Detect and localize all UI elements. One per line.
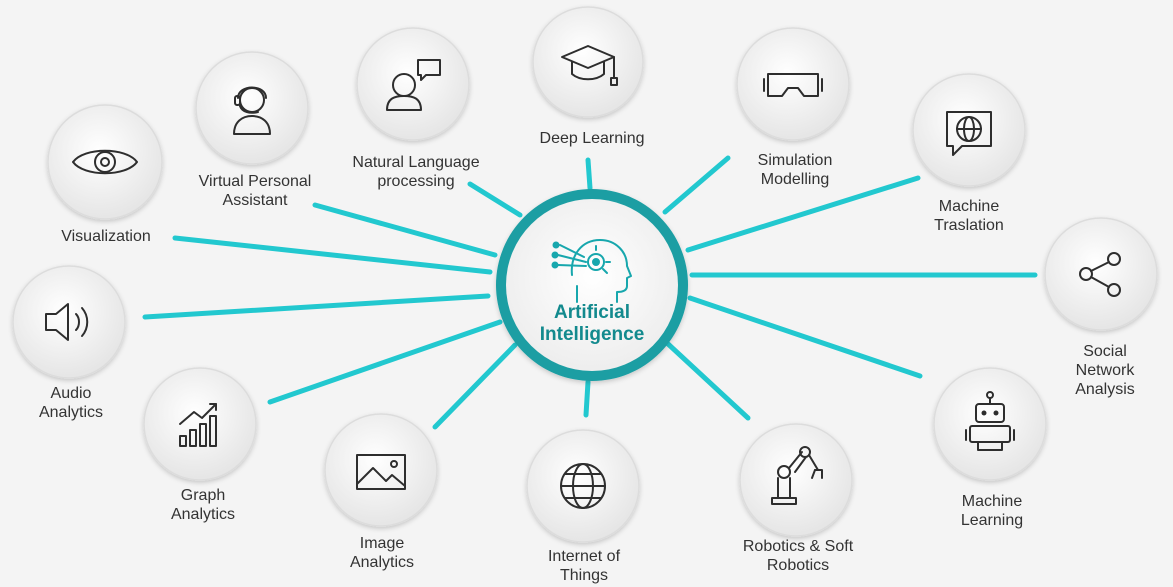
spoke-graph-analytics — [267, 319, 503, 405]
node-natural-language-processing — [356, 27, 470, 141]
label-robotics-soft-robotics: Robotics & Soft Robotics — [742, 538, 854, 574]
node-visualization — [47, 104, 163, 220]
vr-goggles-icon — [763, 73, 823, 97]
globe-icon — [560, 463, 606, 509]
spoke-robotics-soft-robotics — [664, 340, 751, 421]
label-machine-translation: Machine Traslation — [934, 198, 1004, 234]
center-label: Artificial Intelligence — [539, 302, 645, 345]
graduation-cap-icon — [561, 45, 618, 86]
node-graph-analytics — [143, 367, 257, 481]
label-natural-language-processing: Natural Language processing — [352, 154, 480, 190]
share-icon — [1079, 252, 1121, 297]
spoke-simulation-modelling — [662, 155, 731, 215]
robot-icon — [965, 391, 1015, 451]
node-audio-analytics — [12, 265, 126, 379]
node-robotics-soft-robotics — [739, 423, 853, 537]
label-visualization: Visualization — [61, 228, 151, 245]
ai-head-icon — [551, 239, 632, 303]
center-hub — [496, 189, 688, 381]
image-icon — [356, 454, 406, 490]
node-machine-learning — [933, 367, 1047, 481]
label-audio-analytics: Audio Analytics — [38, 385, 104, 421]
speaker-icon — [45, 303, 89, 341]
spoke-natural-language-processing — [467, 181, 523, 218]
bar-chart-icon — [179, 403, 217, 447]
spoke-machine-learning — [687, 295, 923, 379]
label-machine-learning: Machine Learning — [960, 493, 1024, 529]
node-image-analytics — [324, 413, 438, 527]
globe-chat-icon — [946, 111, 992, 156]
label-image-analytics: Image Analytics — [349, 535, 415, 571]
eye-icon — [72, 149, 138, 175]
spokes — [142, 155, 1038, 430]
node-simulation-modelling — [736, 27, 850, 141]
label-simulation-modelling: Simulation Modelling — [757, 152, 833, 188]
spoke-virtual-personal-assistant — [312, 202, 498, 258]
label-internet-of-things: Internet of Things — [547, 548, 621, 584]
spoke-audio-analytics — [142, 293, 491, 320]
label-graph-analytics: Graph Analytics — [170, 487, 236, 523]
person-speech-icon — [386, 59, 441, 111]
spoke-machine-translation — [685, 175, 921, 253]
node-machine-translation — [912, 73, 1026, 187]
node-social-network-analysis — [1044, 217, 1158, 331]
node-virtual-personal-assistant — [195, 51, 309, 165]
spoke-deep-learning — [585, 157, 593, 191]
label-social-network-analysis: Social Network Analysis — [1075, 343, 1135, 398]
spoke-image-analytics — [432, 342, 518, 430]
node-deep-learning — [532, 6, 644, 118]
robotic-arm-icon — [771, 446, 823, 505]
node-internet-of-things — [526, 429, 640, 543]
headset-person-icon — [233, 86, 271, 135]
label-deep-learning: Deep Learning — [539, 130, 645, 147]
label-virtual-personal-assistant: Virtual Personal Assistant — [198, 173, 312, 209]
spoke-internet-of-things — [583, 379, 591, 418]
spoke-visualization — [172, 235, 493, 275]
